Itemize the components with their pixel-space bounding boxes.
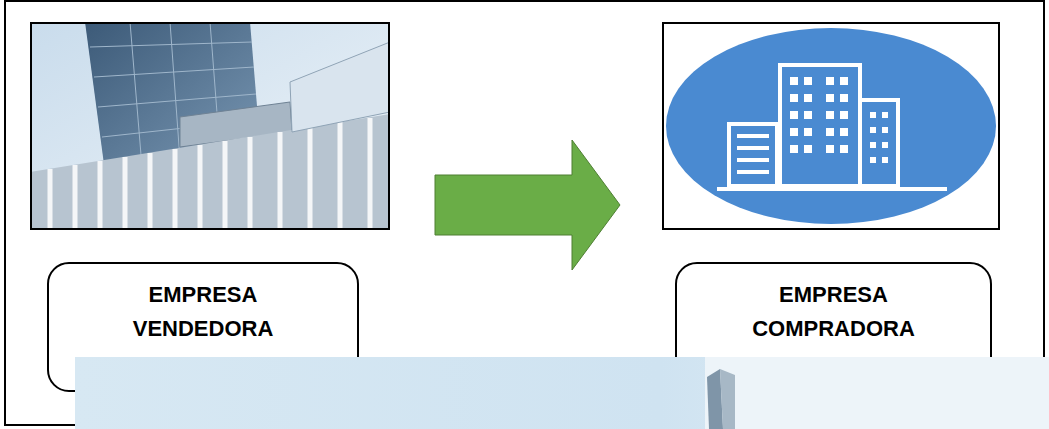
building-icon bbox=[662, 22, 1000, 230]
company-label: EMPRESA VENDEDORA bbox=[116, 278, 291, 346]
company-label: EMPRESA COMPRADORA bbox=[746, 278, 921, 346]
overlay-photo bbox=[75, 357, 1049, 429]
building-photo bbox=[30, 22, 390, 230]
block-arrow bbox=[435, 140, 620, 270]
image-frame: EMPRESA VENDEDORA bbox=[30, 22, 390, 230]
image-frame: EMPRESA COMPRADORA bbox=[662, 22, 1000, 230]
